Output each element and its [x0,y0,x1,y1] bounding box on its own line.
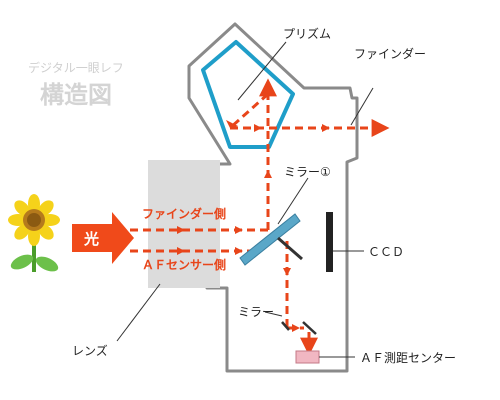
watermark-title: 構造図 [40,81,112,109]
af-ray-arrowhead-1 [177,247,185,255]
leader-lines [116,41,374,358]
af-mirror [302,321,317,335]
af-sensor-label: ＡＦ測距センター [360,351,456,365]
prism-ray-arrowhead [226,120,238,128]
mirror1-label: ミラー① [284,165,331,179]
sub-mirror [277,236,303,261]
light-arrow-icon [72,212,134,264]
ccd-sensor [326,212,333,272]
af-ray-arrowhead-2 [235,247,243,255]
finder-out-arrowhead-2 [322,124,330,132]
main-mirror-1 [239,213,301,266]
prism-internal-ray [228,92,270,130]
ccd-label: ＣＣＤ [368,245,404,259]
mirror-label: ミラー [238,305,274,319]
lens-label: レンズ [72,343,108,358]
finder-leader [350,87,374,126]
mirror-leader [264,311,283,317]
finder-out-arrowhead-1 [254,124,262,132]
prism-leader [237,41,287,101]
af-sensor-side-label: ＡＦセンサー側 [142,257,226,272]
mirror1-leader [277,177,309,225]
sunflower-icon [8,194,60,272]
light-label: 光 [83,230,99,248]
finder-side-label: ファインダー側 [142,206,226,221]
prism-label: プリズム [283,26,331,41]
down-ray-arrowhead [283,268,291,276]
af-mirror-arrowhead [292,324,300,332]
lens-block [148,160,220,288]
up-ray-arrowhead [264,170,272,178]
prism-shape [201,40,295,149]
af-mirror-small [281,321,290,331]
finder-ray-arrowhead-1 [177,226,185,234]
af-sensor-block [295,350,320,364]
finder-label: ファインダー [354,46,426,61]
ray-arrowheads [177,120,330,332]
lens-leader [116,283,161,342]
watermark-subtitle: デジタル一眼レフ [28,60,124,75]
finder-ray-arrowhead-2 [235,226,243,234]
